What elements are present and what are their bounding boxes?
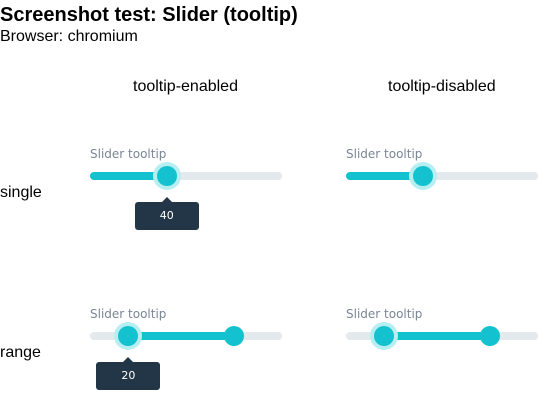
slider-label: Slider tooltip <box>90 307 167 321</box>
slider-track <box>384 332 490 340</box>
slider-thumb-end[interactable] <box>480 326 500 346</box>
slider-label: Slider tooltip <box>90 147 167 161</box>
column-header-tooltip-enabled: tooltip-enabled <box>133 78 238 95</box>
slider-label: Slider tooltip <box>346 147 423 161</box>
slider-track <box>346 172 423 180</box>
column-header-tooltip-disabled: tooltip-disabled <box>388 78 496 95</box>
row-header-range: range <box>0 344 41 361</box>
slider-range-tooltip-enabled: Slider tooltip 20 <box>90 307 282 390</box>
slider-label: Slider tooltip <box>346 307 423 321</box>
slider-rail[interactable] <box>90 172 282 180</box>
slider-single-tooltip-enabled: Slider tooltip 40 <box>90 147 282 230</box>
slider-range-tooltip-disabled: Slider tooltip <box>346 307 538 387</box>
page-subtitle: Browser: chromium <box>0 28 138 45</box>
slider-rail[interactable] <box>346 172 538 180</box>
slider-thumb-end[interactable] <box>224 326 244 346</box>
slider-thumb[interactable] <box>156 166 177 186</box>
slider-thumb[interactable] <box>412 166 433 186</box>
slider-thumb-start[interactable] <box>374 326 395 346</box>
slider-track <box>128 332 234 340</box>
page-title: Screenshot test: Slider (tooltip) <box>0 4 298 26</box>
slider-tooltip: 40 <box>134 197 199 230</box>
slider-single-tooltip-disabled: Slider tooltip <box>346 147 538 227</box>
row-header-single: single <box>0 184 42 201</box>
slider-tooltip: 20 <box>96 357 161 390</box>
slider-thumb-start[interactable] <box>118 326 139 346</box>
slider-track <box>90 172 167 180</box>
